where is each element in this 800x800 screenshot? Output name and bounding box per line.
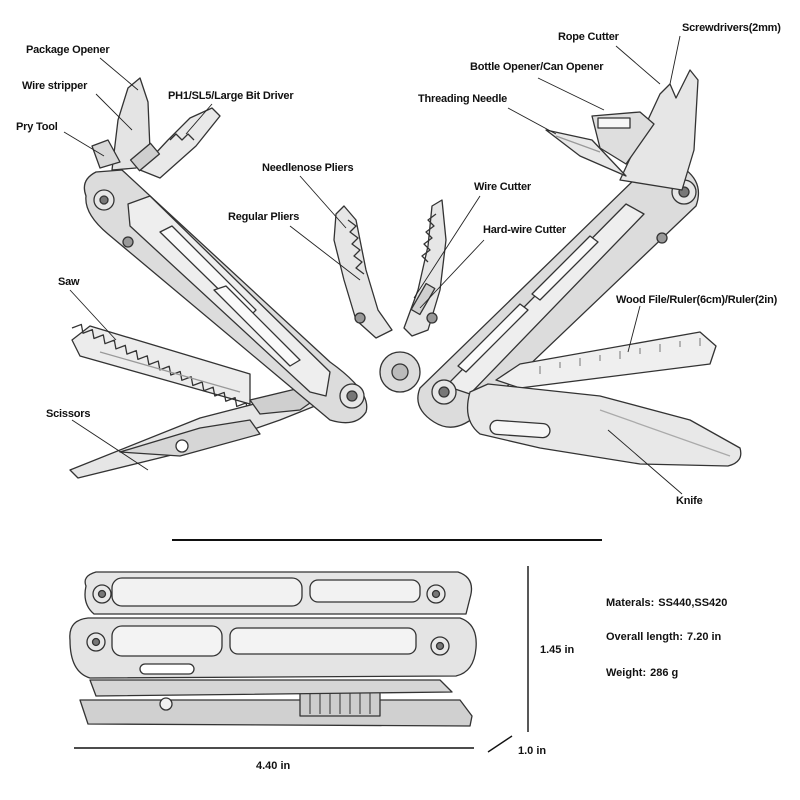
spec-materials: Materals:SS440,SS420 (606, 597, 727, 609)
spec-length: Overall length:7.20 in (606, 631, 721, 643)
knife-blade (466, 383, 742, 467)
spec-materials-value: SS440,SS420 (658, 597, 728, 609)
dimension-height: 1.45 in (540, 644, 575, 656)
label-screwdrivers: Screwdrivers(2mm) (682, 22, 781, 34)
right-top-tools (545, 69, 699, 191)
spec-length-value: 7.20 in (687, 631, 722, 643)
closed-multitool (69, 571, 477, 727)
label-knife: Knife (676, 495, 703, 507)
left-handle (83, 169, 368, 424)
label-hard-wire-cutter: Hard-wire Cutter (483, 224, 566, 236)
label-wire-stripper: Wire stripper (22, 80, 88, 92)
spec-weight-label: Weight: (606, 667, 647, 679)
dimension-width: 4.40 in (256, 760, 291, 772)
left-top-tools (91, 77, 221, 179)
label-wire-cutter: Wire Cutter (474, 181, 531, 193)
label-saw: Saw (58, 276, 80, 288)
spec-weight-value: 286 g (650, 667, 679, 679)
leader-lines (63, 35, 683, 495)
label-threading-needle: Threading Needle (418, 93, 508, 105)
label-wood-file-ruler: Wood File/Ruler(6cm)/Ruler(2in) (616, 294, 778, 306)
label-pry-tool: Pry Tool (16, 121, 58, 133)
label-package-opener: Package Opener (26, 44, 110, 56)
spec-weight: Weight:286 g (606, 667, 678, 679)
label-rope-cutter: Rope Cutter (558, 31, 619, 43)
label-regular-pliers: Regular Pliers (228, 211, 300, 223)
label-bottle-opener: Bottle Opener/Can Opener (470, 61, 604, 73)
label-needlenose-pliers: Needlenose Pliers (262, 162, 354, 174)
scissors-tool (69, 387, 321, 479)
dimension-depth: 1.0 in (518, 745, 547, 757)
spec-materials-label: Materals: (606, 597, 655, 609)
label-scissors: Scissors (46, 408, 91, 420)
pliers (333, 199, 447, 393)
dimension-lines (74, 566, 529, 753)
label-bit-driver: PH1/SL5/Large Bit Driver (168, 90, 294, 102)
saw-blade (71, 323, 260, 418)
right-handle (417, 165, 700, 428)
spec-length-label: Overall length: (606, 631, 684, 643)
